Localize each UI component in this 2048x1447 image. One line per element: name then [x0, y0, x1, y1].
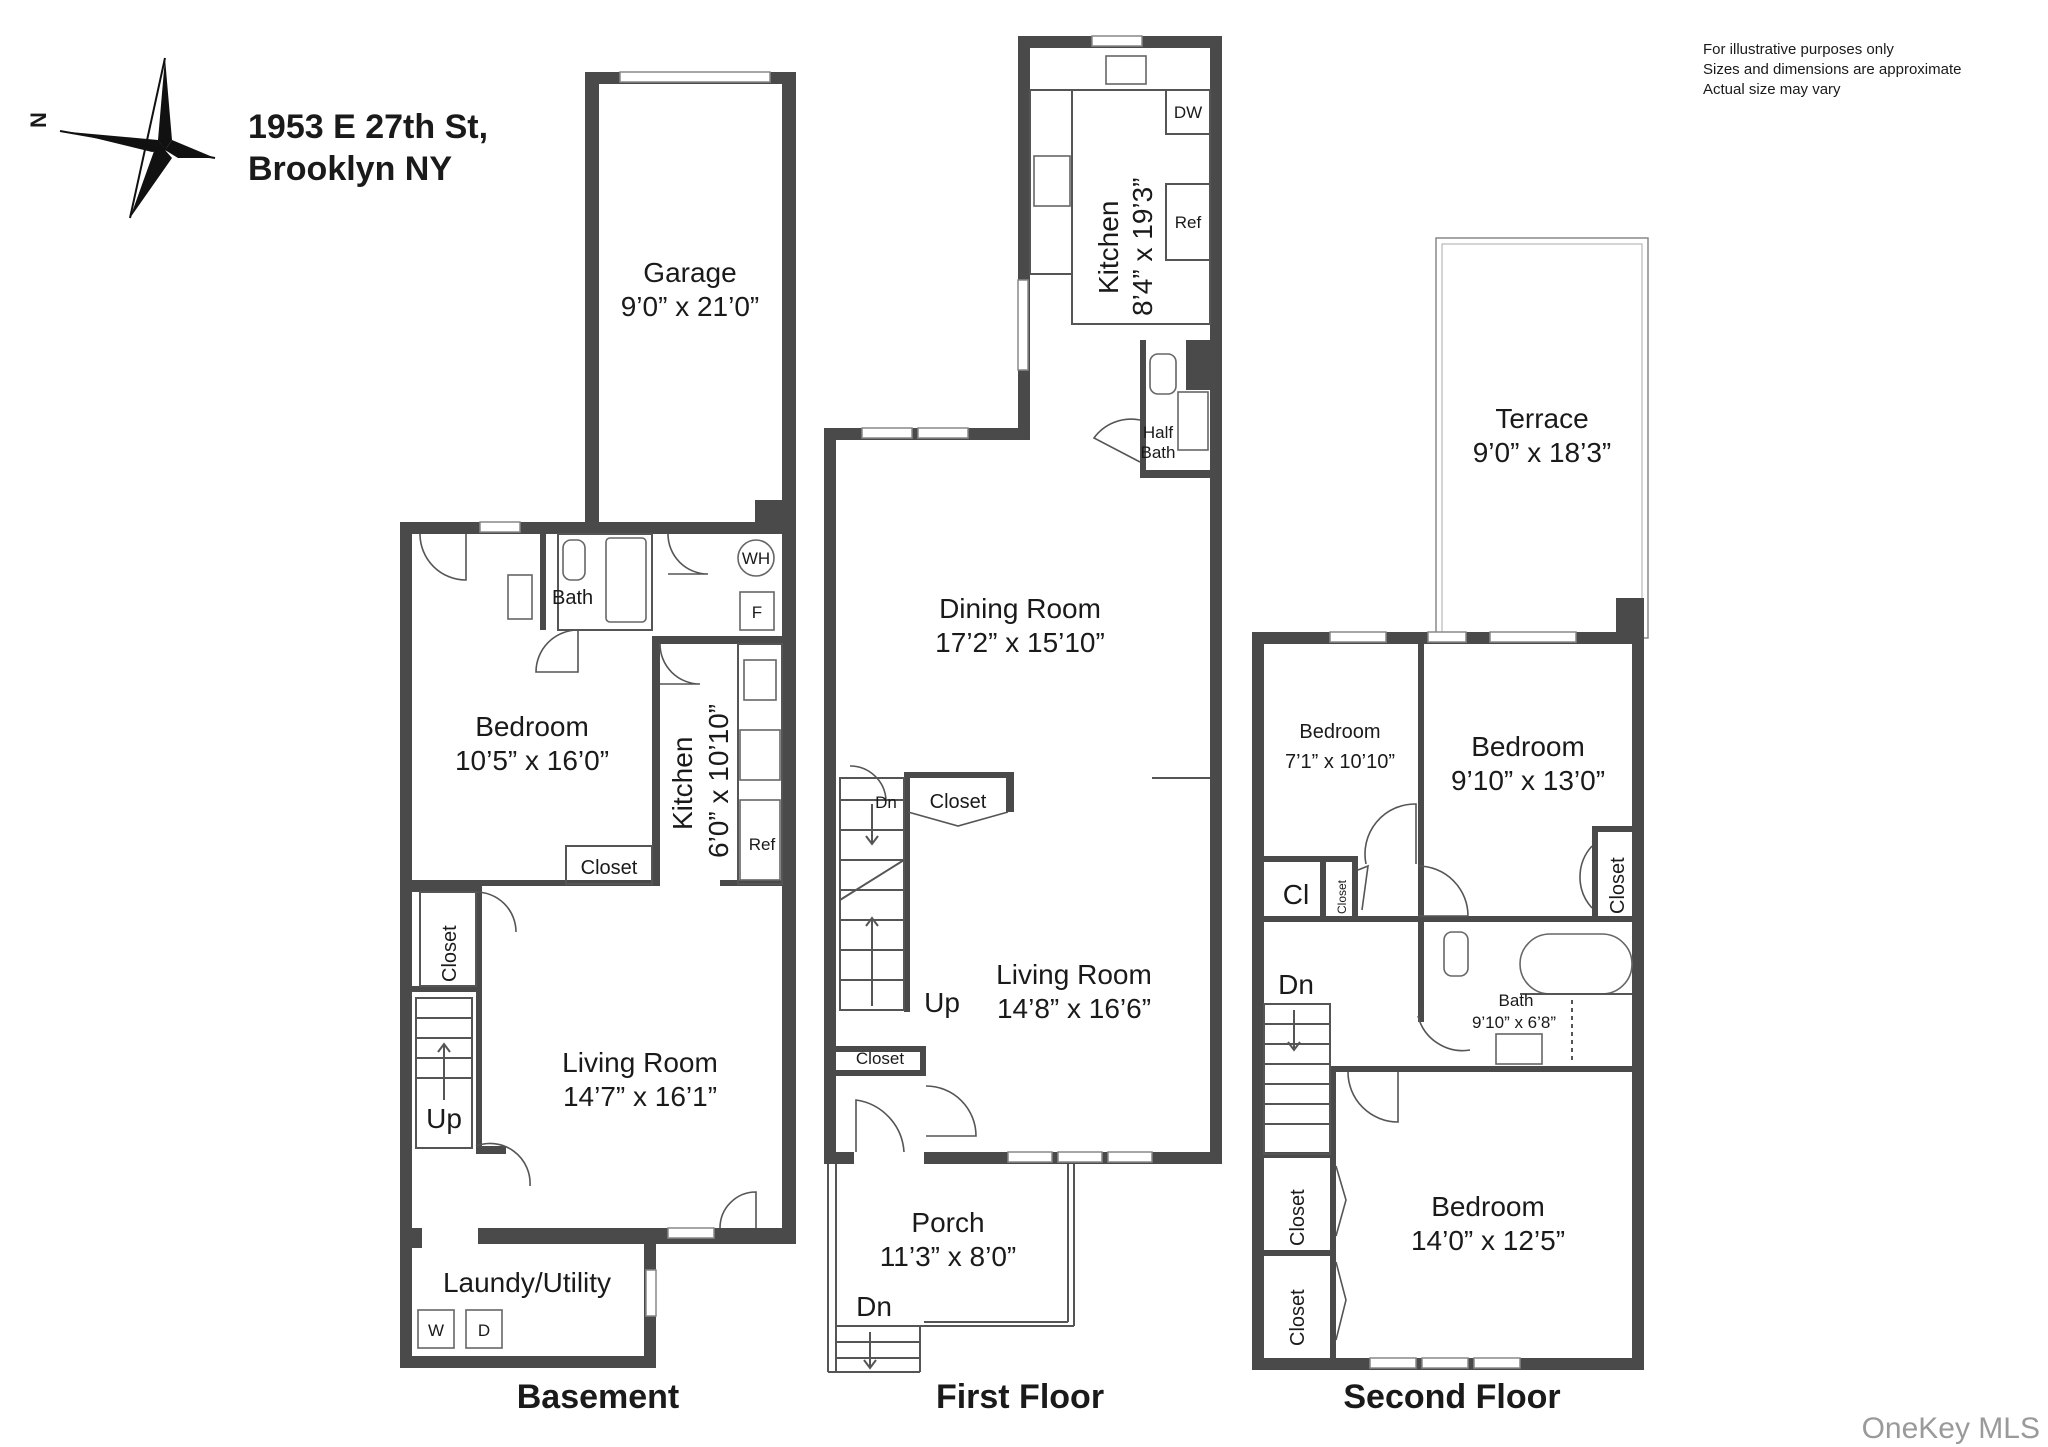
compass-north-label: N [26, 112, 51, 128]
first-stairs-up: Up [924, 987, 960, 1018]
first-dw-label: DW [1174, 103, 1202, 122]
half-bath-line2: Bath [1141, 443, 1176, 462]
first-living-name: Living Room [996, 959, 1152, 990]
second-bedroom-a-size: 7’1” x 10’10” [1285, 751, 1395, 773]
second-floor-title: Second Floor [1343, 1378, 1560, 1416]
watermark: OneKey MLS [1862, 1412, 2040, 1445]
basement-title: Basement [517, 1378, 680, 1416]
disclaimer-line3: Actual size may vary [1703, 81, 1841, 98]
porch-name: Porch [911, 1207, 984, 1238]
laundry-label: Laundy/Utility [443, 1267, 611, 1298]
second-bedroom-b-name: Bedroom [1471, 731, 1585, 762]
basement-garage-name: Garage [643, 257, 736, 288]
half-bath-line1: Half [1143, 423, 1174, 442]
basement-kitchen-name: Kitchen [667, 737, 698, 830]
second-cl-label: Cl [1283, 879, 1309, 910]
first-living-size: 14’8” x 16’6” [997, 993, 1151, 1024]
second-bedroom-a-name: Bedroom [1299, 721, 1380, 743]
second-floor-plan [1252, 237, 1649, 1370]
basement-living-size: 14’7” x 16’1” [563, 1081, 717, 1112]
second-bedroom-c-name: Bedroom [1431, 1191, 1545, 1222]
basement-closet-b: Closet [439, 925, 461, 982]
disclaimer-line1: For illustrative purposes only [1703, 41, 1894, 58]
compass-rose [59, 57, 216, 219]
dining-room-name: Dining Room [939, 593, 1101, 624]
second-bath-name: Bath [1499, 991, 1534, 1010]
disclaimer-line2: Sizes and dimensions are approximate [1703, 61, 1961, 78]
first-closet-small: Closet [856, 1049, 904, 1068]
porch-dn: Dn [856, 1291, 892, 1322]
first-floor-title: First Floor [936, 1378, 1104, 1416]
first-kitchen-name: Kitchen [1093, 201, 1124, 294]
basement-bedroom-name: Bedroom [475, 711, 589, 742]
first-closet-label: Closet [930, 791, 987, 813]
second-stairs-dn: Dn [1278, 969, 1314, 1000]
dryer-label: D [478, 1321, 490, 1340]
second-bedroom-b-size: 9’10” x 13’0” [1451, 765, 1605, 796]
basement-ref-label: Ref [749, 835, 776, 854]
terrace-size: 9’0” x 18’3” [1473, 437, 1612, 468]
address-line1: 1953 E 27th St, [248, 108, 488, 146]
second-bedroom-c-size: 14’0” x 12’5” [1411, 1225, 1565, 1256]
basement-plan [400, 71, 796, 1368]
basement-kitchen-size: 6’0” x 10’10” [703, 704, 734, 858]
terrace-name: Terrace [1495, 403, 1588, 434]
first-kitchen-size: 8’4” x 19’3” [1127, 177, 1158, 316]
basement-bath-label: Bath [552, 587, 593, 609]
second-closet-c1: Closet [1287, 1189, 1309, 1246]
second-closet-tiny: Closet [1335, 879, 1349, 914]
basement-garage-size: 9’0” x 21’0” [621, 291, 760, 322]
second-bath-size: 9’10” x 6’8” [1472, 1013, 1556, 1032]
furnace-label: F [752, 603, 762, 622]
second-closet-c2: Closet [1287, 1289, 1309, 1346]
first-floor-plan [824, 35, 1222, 1373]
basement-living-name: Living Room [562, 1047, 718, 1078]
water-heater-label: WH [742, 549, 770, 568]
first-ref-label: Ref [1175, 213, 1202, 232]
address-line2: Brooklyn NY [248, 150, 452, 188]
basement-stairs-up: Up [426, 1103, 462, 1134]
washer-label: W [428, 1321, 444, 1340]
second-closet-b: Closet [1607, 857, 1629, 914]
dining-room-size: 17’2” x 15’10” [935, 627, 1105, 658]
basement-bedroom-size: 10’5” x 16’0” [455, 745, 609, 776]
porch-size: 11’3” x 8’0” [880, 1241, 1016, 1272]
basement-closet-a: Closet [581, 857, 638, 879]
first-stairs-dn: Dn [875, 793, 897, 812]
